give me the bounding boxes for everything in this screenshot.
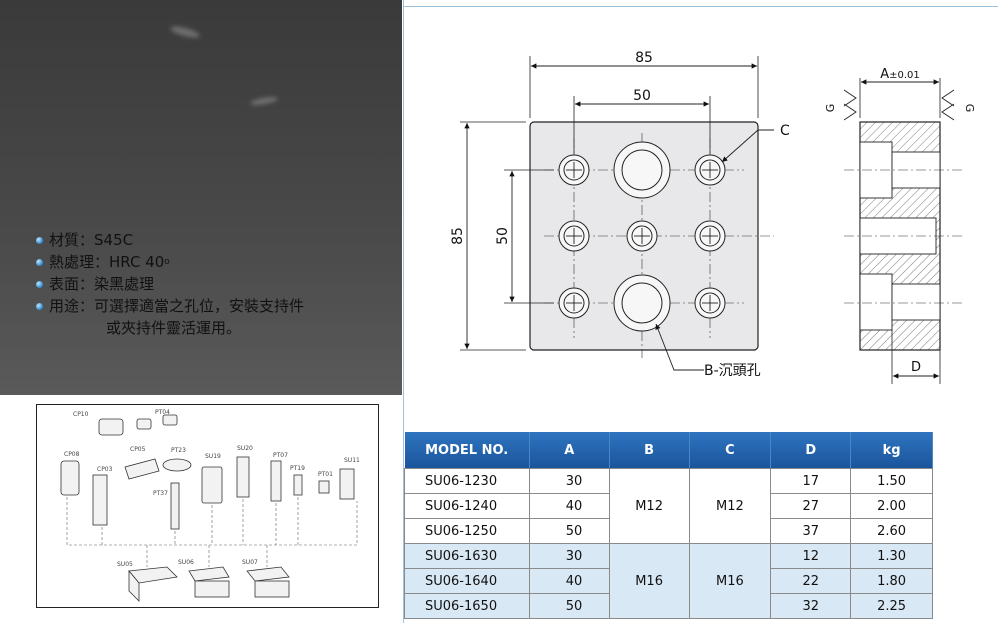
label-su20: SU20 <box>237 445 253 452</box>
cell-d: 17 <box>770 468 852 494</box>
vertical-divider <box>403 0 404 623</box>
cell-model: SU06-1250 <box>404 518 530 544</box>
label-su11: SU11 <box>344 457 360 464</box>
dim-hole-height: 50 <box>495 227 511 245</box>
header-a: A <box>529 432 610 469</box>
label-d: D <box>911 360 921 375</box>
table-row: SU06-1650 50 32 2.25 <box>404 593 933 619</box>
header-d: D <box>770 432 852 469</box>
cell-b: M12 <box>608 468 690 544</box>
spec-usage-continued: 或夾持件靈活運用。 <box>36 317 304 339</box>
horizontal-divider <box>403 6 998 7</box>
header-c: C <box>689 432 772 469</box>
header-kg: kg <box>850 432 933 469</box>
label-su19: SU19 <box>205 453 221 460</box>
cell-a: 50 <box>528 593 610 619</box>
bullet-icon <box>36 236 43 244</box>
label-cp10: CP10 <box>73 411 89 418</box>
cell-d: 12 <box>770 543 852 569</box>
cell-c: M12 <box>688 468 772 544</box>
cell-kg: 1.50 <box>850 468 933 494</box>
cell-b: M16 <box>608 543 690 619</box>
cell-a: 50 <box>528 518 610 544</box>
svg-text:A±0.01: A±0.01 <box>880 67 920 82</box>
cell-a: 40 <box>528 568 610 594</box>
cell-d: 27 <box>770 493 852 519</box>
cell-kg: 2.00 <box>850 493 933 519</box>
cell-a: 30 <box>528 468 610 494</box>
table-row: SU06-1630 30 M16 M16 12 1.30 <box>404 543 933 619</box>
plate-side-view <box>859 121 941 351</box>
label-g-left: G <box>824 104 837 113</box>
spec-heat-text: 熱處理：HRC 40 <box>49 253 165 271</box>
cell-d: 37 <box>770 518 852 544</box>
label-cp08: CP08 <box>64 451 80 458</box>
label-pt01: PT01 <box>318 471 333 478</box>
label-g-right: G <box>963 104 976 113</box>
header-model: MODEL NO. <box>404 432 530 469</box>
cell-a: 30 <box>528 543 610 569</box>
label-su06: SU06 <box>178 559 194 566</box>
spec-usage: 用途：可選擇適當之孔位，安裝支持件 <box>36 295 304 317</box>
bullet-icon <box>36 280 43 288</box>
accessories-diagram: CP10 PT04 CP08 CP05 PT23 SU19 SU20 PT07 … <box>60 409 360 602</box>
spec-material-text: 材質：S45C <box>49 231 134 249</box>
label-cp03: CP03 <box>97 466 113 473</box>
spec-usage-text-2: 或夾持件靈活運用。 <box>106 319 242 337</box>
label-su07: SU07 <box>242 559 258 566</box>
label-pt37: PT37 <box>153 490 168 497</box>
label-pt19: PT19 <box>290 465 305 472</box>
cell-model: SU06-1640 <box>404 568 530 594</box>
cell-kg: 1.80 <box>850 568 933 594</box>
label-a: A <box>880 67 889 82</box>
bullet-icon <box>36 258 43 266</box>
spec-usage-text: 用途：可選擇適當之孔位，安裝支持件 <box>49 297 305 315</box>
header-b: B <box>609 432 690 469</box>
cell-kg: 2.60 <box>850 518 933 544</box>
accessories-illustration: CP10 PT04 CP08 CP05 PT23 SU19 SU20 PT07 … <box>36 404 379 608</box>
spec-surface: 表面：染黑處理 <box>36 273 304 295</box>
cell-model: SU06-1650 <box>404 593 530 619</box>
spec-material: 材質：S45C <box>36 229 304 251</box>
product-photo-background <box>0 0 402 395</box>
table-row: SU06-1230 30 M12 M12 17 1.50 <box>404 468 933 544</box>
label-su05: SU05 <box>117 561 133 568</box>
label-pt04: PT04 <box>155 409 170 416</box>
technical-drawing: 85 50 85 50 C B <box>450 50 976 384</box>
label-pt07: PT07 <box>273 452 288 459</box>
table-row: SU06-1240 40 27 2.00 <box>404 493 933 519</box>
table-row: SU06-1640 40 22 1.80 <box>404 568 933 594</box>
cell-c: M16 <box>688 543 772 619</box>
cell-d: 22 <box>770 568 852 594</box>
label-c: C <box>780 123 790 139</box>
label-a-tolerance: ±0.01 <box>889 70 920 81</box>
spec-surface-text: 表面：染黑處理 <box>49 275 155 293</box>
cell-kg: 2.25 <box>850 593 933 619</box>
dim-overall-width: 85 <box>635 50 653 66</box>
label-b-counterbore: B-沉頭孔 <box>704 363 761 379</box>
bullet-icon <box>36 302 43 310</box>
cell-model: SU06-1630 <box>404 543 530 569</box>
label-cp05: CP05 <box>130 446 146 453</box>
cell-a: 40 <box>528 493 610 519</box>
cell-d: 32 <box>770 593 852 619</box>
label-pt23: PT23 <box>171 447 186 454</box>
cell-model: SU06-1230 <box>404 468 530 494</box>
cell-kg: 1.30 <box>850 543 933 569</box>
cell-model: SU06-1240 <box>404 493 530 519</box>
model-spec-table: MODEL NO. A B C D kg SU06-1230 30 M12 M1… <box>404 432 933 619</box>
table-header-row: MODEL NO. A B C D kg <box>404 432 933 469</box>
dim-hole-width: 50 <box>633 88 651 104</box>
dim-overall-height: 85 <box>450 227 466 245</box>
degree-sup: o <box>164 257 170 267</box>
